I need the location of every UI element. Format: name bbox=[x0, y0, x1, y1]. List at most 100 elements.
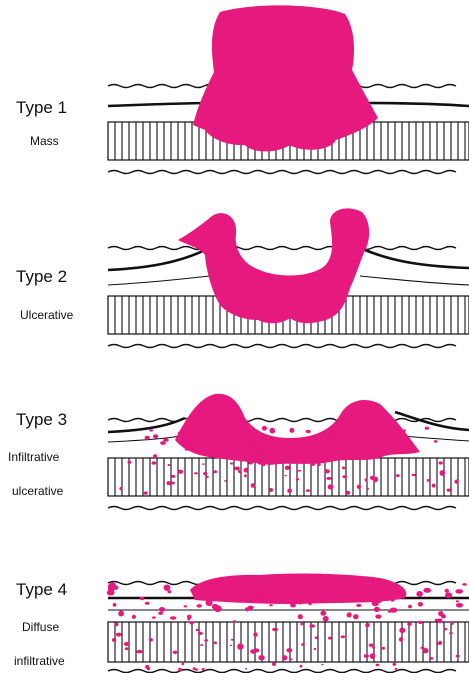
infiltration-dot bbox=[234, 467, 240, 471]
infiltration-dot bbox=[403, 430, 407, 432]
infiltration-dot bbox=[153, 434, 158, 438]
infiltration-dot bbox=[244, 468, 249, 473]
infiltration-dot bbox=[455, 589, 463, 594]
infiltration-dot bbox=[441, 614, 446, 618]
infiltration-dot bbox=[284, 595, 288, 597]
infiltration-dot bbox=[328, 637, 332, 640]
infiltration-dot bbox=[329, 434, 335, 438]
infiltration-dot bbox=[437, 642, 441, 645]
infiltration-dot bbox=[198, 632, 203, 635]
infiltration-dot bbox=[248, 606, 254, 610]
infiltration-dot bbox=[456, 600, 459, 602]
infiltration-dot bbox=[412, 474, 416, 476]
infiltration-dot bbox=[315, 637, 318, 640]
infiltration-dot bbox=[251, 483, 256, 488]
infiltration-dot bbox=[144, 491, 148, 494]
infiltration-dot bbox=[196, 629, 199, 631]
infiltration-dot bbox=[296, 478, 299, 480]
infiltration-dot bbox=[178, 431, 184, 435]
infiltration-dot bbox=[454, 480, 458, 484]
infiltration-dot bbox=[399, 444, 404, 448]
infiltration-dot bbox=[206, 476, 209, 478]
infiltration-dot bbox=[370, 653, 376, 659]
infiltration-dot bbox=[302, 582, 307, 587]
infiltration-dot bbox=[253, 591, 260, 598]
infiltration-dot bbox=[421, 647, 425, 650]
infiltration-dot bbox=[399, 637, 403, 641]
panel-4-surface-tumor bbox=[190, 574, 406, 604]
infiltration-dot bbox=[185, 448, 188, 451]
infiltration-dot bbox=[323, 616, 329, 622]
panel-2-mucosa-line bbox=[108, 250, 469, 270]
infiltration-dot bbox=[116, 633, 122, 637]
panel-3-serosa-wave bbox=[108, 507, 456, 510]
infiltration-dot bbox=[306, 430, 311, 433]
infiltration-dot bbox=[359, 436, 364, 441]
infiltration-dot bbox=[456, 655, 460, 658]
infiltration-dot bbox=[376, 664, 380, 667]
infiltration-dot bbox=[437, 619, 442, 624]
infiltration-dot bbox=[245, 668, 247, 670]
infiltration-dot bbox=[237, 643, 243, 649]
infiltration-dot bbox=[444, 628, 447, 631]
infiltration-dot bbox=[450, 622, 453, 625]
infiltration-dot bbox=[230, 462, 233, 464]
infiltration-dot bbox=[124, 642, 130, 646]
infiltration-dot bbox=[326, 477, 331, 480]
infiltration-dot bbox=[331, 585, 336, 589]
infiltration-dot bbox=[245, 434, 248, 436]
infiltration-dot bbox=[184, 605, 188, 607]
infiltration-dot bbox=[233, 620, 236, 622]
infiltration-dot bbox=[115, 623, 119, 627]
infiltration-dot bbox=[309, 624, 315, 628]
infiltration-dot bbox=[202, 463, 205, 465]
infiltration-dot bbox=[298, 614, 303, 619]
infiltration-dot bbox=[339, 586, 345, 592]
infiltration-dot bbox=[341, 635, 345, 638]
infiltration-dot bbox=[445, 589, 449, 593]
infiltration-dot bbox=[173, 651, 178, 654]
panel-3-ulcerative-tumor bbox=[175, 394, 420, 465]
infiltration-dot bbox=[256, 447, 260, 451]
infiltration-dot bbox=[353, 614, 359, 619]
infiltration-dot bbox=[399, 628, 405, 634]
infiltration-dot bbox=[234, 438, 241, 444]
infiltration-dot bbox=[244, 474, 247, 477]
infiltration-dot bbox=[153, 454, 157, 458]
infiltration-dot bbox=[382, 647, 385, 650]
infiltration-dot bbox=[185, 443, 191, 448]
infiltration-dot bbox=[257, 461, 262, 464]
infiltration-dot bbox=[366, 488, 369, 490]
infiltration-dot bbox=[298, 470, 301, 472]
infiltration-dot bbox=[423, 588, 431, 593]
infiltration-dot bbox=[270, 428, 276, 434]
infiltration-dot bbox=[311, 463, 315, 466]
infiltration-dot bbox=[387, 452, 392, 455]
infiltration-dot bbox=[403, 441, 407, 444]
infiltration-dot bbox=[342, 475, 347, 478]
infiltration-dot bbox=[197, 604, 202, 608]
infiltration-dot bbox=[440, 470, 446, 476]
infiltration-dot bbox=[345, 591, 352, 598]
infiltration-dot bbox=[218, 594, 222, 598]
infiltration-dot bbox=[272, 456, 276, 458]
infiltration-dot bbox=[145, 436, 150, 440]
infiltration-dot bbox=[236, 430, 241, 435]
infiltration-dot bbox=[212, 604, 218, 609]
infiltration-dot bbox=[140, 597, 145, 600]
infiltration-dot bbox=[434, 440, 438, 443]
infiltration-dot bbox=[238, 470, 241, 473]
infiltration-dot bbox=[262, 426, 267, 431]
infiltration-dot bbox=[357, 597, 362, 602]
infiltration-dot bbox=[282, 655, 287, 660]
infiltration-dot bbox=[300, 665, 303, 668]
infiltration-dot bbox=[272, 662, 276, 666]
panel-2-serosa-wave bbox=[108, 345, 456, 348]
infiltration-dot bbox=[269, 604, 273, 606]
infiltration-dot bbox=[151, 461, 156, 464]
infiltration-dot bbox=[432, 484, 436, 488]
infiltration-dot bbox=[456, 603, 463, 608]
infiltration-dot bbox=[205, 440, 209, 442]
panel-3-surface-wave bbox=[108, 419, 456, 422]
